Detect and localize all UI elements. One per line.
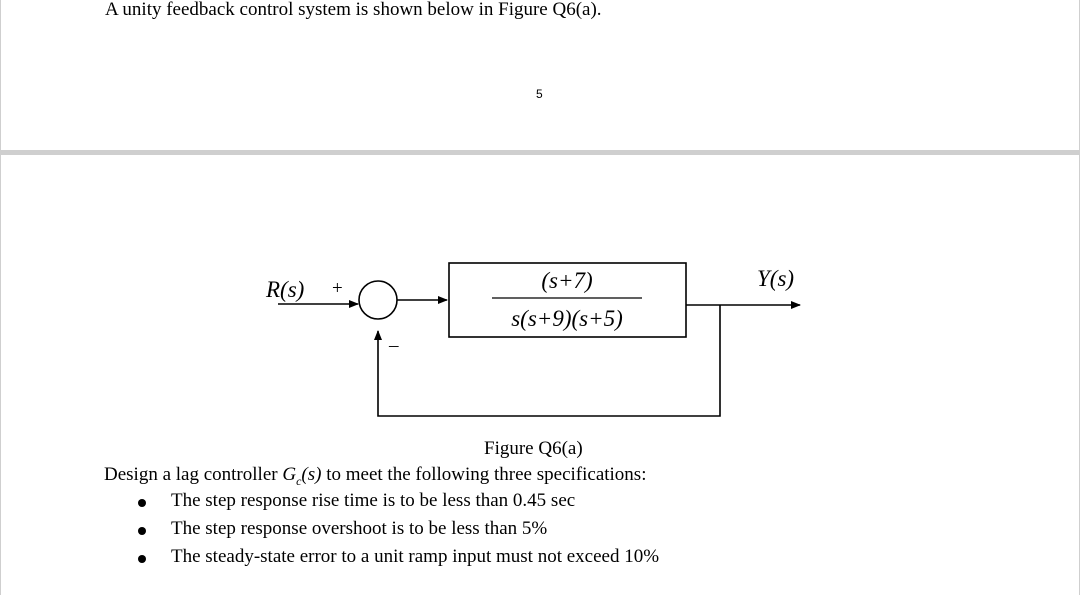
minus-sign: – bbox=[388, 335, 399, 356]
transfer-function-block bbox=[448, 262, 687, 338]
controller-arg: (s) bbox=[301, 464, 322, 485]
tf-denominator: s(s+9)(s+5) bbox=[511, 306, 623, 331]
figure-caption: Figure Q6(a) bbox=[484, 438, 583, 459]
output-label: Y(s) bbox=[757, 266, 794, 291]
feedback-path bbox=[374, 305, 721, 417]
summing-junction bbox=[358, 280, 398, 320]
controller-subscript: c bbox=[296, 473, 302, 488]
input-label: R(s) bbox=[265, 277, 304, 302]
page-number: 5 bbox=[536, 87, 543, 101]
page-bottom bbox=[0, 155, 1080, 595]
bullet-icon bbox=[138, 527, 146, 535]
design-suffix: to meet the following three specificatio… bbox=[321, 464, 647, 485]
design-prefix: Design a lag controller bbox=[104, 464, 283, 485]
controller-symbol: G bbox=[282, 464, 297, 485]
specification-text: The step response rise time is to be les… bbox=[171, 490, 576, 511]
bullet-icon bbox=[138, 555, 146, 563]
specification-text: The steady-state error to a unit ramp in… bbox=[171, 546, 660, 567]
page-separator bbox=[0, 150, 1080, 155]
plus-sign: + bbox=[332, 278, 343, 299]
specification-text: The step response overshoot is to be les… bbox=[171, 518, 548, 539]
intro-text: A unity feedback control system is shown… bbox=[105, 0, 602, 20]
page-top: A unity feedback control system is shown… bbox=[0, 0, 1080, 150]
bullet-icon bbox=[138, 499, 146, 507]
design-statement: Design a lag controller Gc(s) to meet th… bbox=[104, 464, 646, 489]
tf-numerator: (s+7) bbox=[541, 268, 592, 293]
